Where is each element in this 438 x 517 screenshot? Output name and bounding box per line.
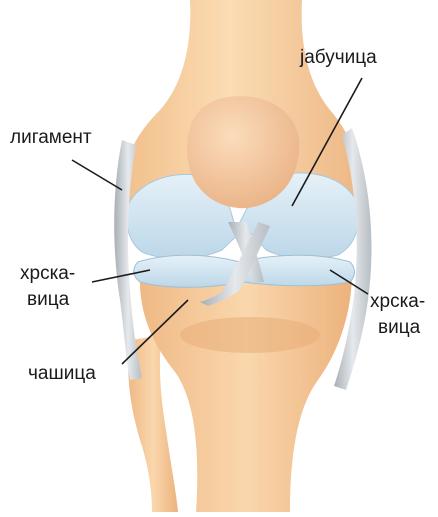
label-meniscus-right-line2: вица [378, 317, 420, 339]
label-ligament: лигамент [10, 127, 92, 149]
tibia-shadow [180, 317, 320, 353]
label-capsule: чашица [28, 363, 96, 385]
label-meniscus-right-line1: хрска- [370, 291, 425, 313]
leader-line-ligament [72, 160, 122, 190]
label-meniscus-left-line1: хрска- [20, 263, 75, 285]
label-meniscus-left-line2: вица [27, 289, 69, 311]
label-patella: јабучица [300, 47, 377, 69]
